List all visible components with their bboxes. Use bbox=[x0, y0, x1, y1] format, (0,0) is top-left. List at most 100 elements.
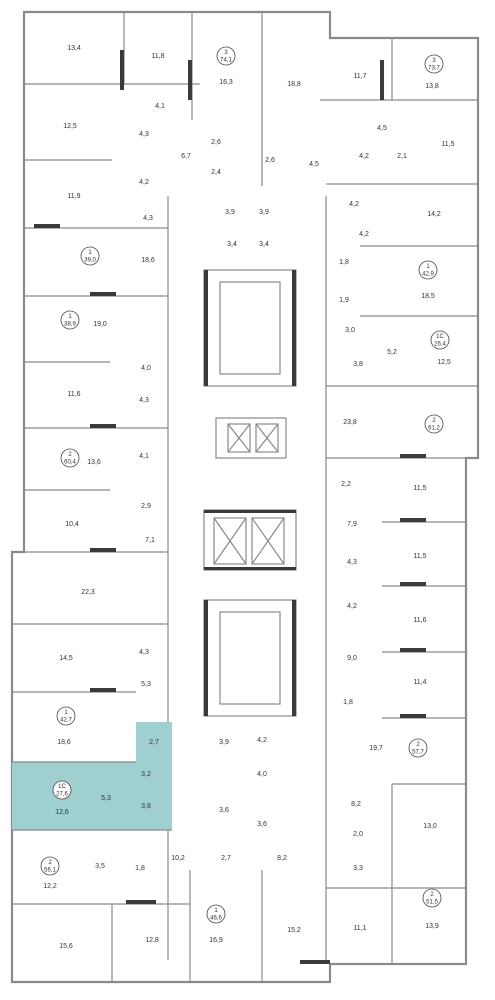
apartment-badge[interactable]: 142,7 bbox=[56, 706, 76, 726]
room-area: 3,2 bbox=[141, 771, 151, 778]
room-area: 3,5 bbox=[95, 863, 105, 870]
apartment-badge[interactable]: 138,9 bbox=[60, 310, 80, 330]
apartment-type: 2 bbox=[416, 742, 420, 748]
apartment-type: 2 bbox=[430, 892, 434, 898]
apartment-badge[interactable]: 260,4 bbox=[60, 448, 80, 468]
apartment-badge[interactable]: 373,7 bbox=[424, 54, 444, 74]
apartment-type: 1 bbox=[68, 314, 72, 320]
apartment-badge[interactable]: 1С 27,6 bbox=[52, 780, 72, 800]
room-area: 3,6 bbox=[257, 821, 267, 828]
apartment-badge-circle bbox=[206, 904, 226, 924]
room-area: 2,4 bbox=[211, 169, 221, 176]
room-area: 3,9 bbox=[225, 209, 235, 216]
room-area: 11,5 bbox=[441, 141, 454, 148]
room-area: 6,7 bbox=[181, 153, 191, 160]
apartment-area: 27,6 bbox=[56, 792, 68, 798]
room-area: 5,2 bbox=[387, 349, 397, 356]
apartment-area: 46,6 bbox=[210, 916, 222, 922]
room-area: 11,6 bbox=[413, 617, 426, 624]
room-area: 12,8 bbox=[145, 937, 159, 944]
apartment-badge-circle bbox=[422, 888, 442, 908]
apartment-type: 3 bbox=[224, 50, 228, 56]
room-area: 3,8 bbox=[353, 361, 363, 368]
room-area: 4,3 bbox=[143, 215, 153, 222]
highlighted-apartment[interactable] bbox=[12, 722, 172, 830]
room-area: 23,8 bbox=[343, 419, 357, 426]
apartment-area: 26,4 bbox=[434, 342, 446, 348]
apartment-badge-circle bbox=[60, 448, 80, 468]
apartment-badge[interactable]: 374,1 bbox=[216, 46, 236, 66]
apartment-area: 38,9 bbox=[64, 322, 76, 328]
apartment-badge[interactable]: 139,0 bbox=[80, 246, 100, 266]
apartment-badge[interactable]: 256,1 bbox=[40, 856, 60, 876]
room-area: 3,4 bbox=[259, 241, 269, 248]
apartment-badge[interactable]: 251,5 bbox=[422, 888, 442, 908]
room-area: 2,7 bbox=[149, 739, 159, 746]
apartment-badge-circle bbox=[52, 780, 72, 800]
room-area: 2,9 bbox=[141, 503, 151, 510]
room-area: 1,8 bbox=[343, 699, 353, 706]
room-area: 15,2 bbox=[287, 927, 301, 934]
room-area: 11,4 bbox=[413, 679, 426, 686]
apartment-badge[interactable]: 146,6 bbox=[206, 904, 226, 924]
room-area: 5,3 bbox=[141, 681, 151, 688]
room-area: 13,6 bbox=[87, 459, 101, 466]
partition-walls bbox=[12, 12, 478, 982]
room-area: 14,2 bbox=[427, 211, 441, 218]
room-area: 8,2 bbox=[351, 801, 361, 808]
room-area: 12,5 bbox=[63, 123, 77, 130]
room-area: 9,0 bbox=[347, 655, 357, 662]
apartment-area: 74,1 bbox=[220, 58, 232, 64]
room-area: 2,0 bbox=[353, 831, 363, 838]
building-core bbox=[203, 269, 297, 717]
room-area: 4,2 bbox=[359, 231, 369, 238]
room-area: 18,6 bbox=[57, 739, 71, 746]
apartment-type: 2 bbox=[68, 452, 72, 458]
room-area: 8,2 bbox=[277, 855, 287, 862]
apartment-badge-circle bbox=[80, 246, 100, 266]
apartment-area: 60,4 bbox=[64, 460, 76, 466]
room-area: 11,6 bbox=[67, 391, 80, 398]
room-area: 3,0 bbox=[345, 327, 355, 334]
room-area: 4,0 bbox=[257, 771, 267, 778]
apartment-badge[interactable]: 261,2 bbox=[424, 414, 444, 434]
apartment-type: 2 bbox=[432, 418, 436, 424]
room-area: 2,6 bbox=[265, 157, 275, 164]
room-area: 22,3 bbox=[81, 589, 95, 596]
apartment-type: 1С bbox=[58, 784, 66, 790]
room-area: 16,9 bbox=[209, 937, 223, 944]
room-area: 1,8 bbox=[339, 259, 349, 266]
apartment-badge[interactable]: 257,7 bbox=[408, 738, 428, 758]
room-area: 1,8 bbox=[135, 865, 145, 872]
apartment-badge-circle bbox=[40, 856, 60, 876]
apartment-badge[interactable]: 142,9 bbox=[418, 260, 438, 280]
room-area: 2,1 bbox=[397, 153, 407, 160]
room-area: 3,9 bbox=[219, 739, 229, 746]
apartment-type: 1 bbox=[64, 710, 68, 716]
room-area: 18,5 bbox=[421, 293, 435, 300]
room-area: 3,9 bbox=[259, 209, 269, 216]
apartment-badge-circle bbox=[430, 330, 450, 350]
room-area: 3,4 bbox=[227, 241, 237, 248]
apartment-type: 1 bbox=[214, 908, 218, 914]
room-area: 4,3 bbox=[139, 397, 149, 404]
room-area: 4,2 bbox=[257, 737, 267, 744]
apartment-area: 51,5 bbox=[426, 900, 438, 906]
apartment-badge-circle bbox=[424, 54, 444, 74]
room-area: 2,7 bbox=[221, 855, 231, 862]
room-area: 4,0 bbox=[141, 365, 151, 372]
room-area: 4,3 bbox=[347, 559, 357, 566]
room-area: 4,3 bbox=[139, 649, 149, 656]
apartment-badges: 139,0138,9260,4142,71С27,6256,1146,6374,… bbox=[40, 46, 450, 924]
apartment-area: 56,1 bbox=[44, 868, 56, 874]
room-area: 18,8 bbox=[287, 81, 301, 88]
room-area: 12,2 bbox=[43, 883, 57, 890]
room-area: 13,8 bbox=[425, 83, 439, 90]
room-area: 4,2 bbox=[347, 603, 357, 610]
building-outline bbox=[10, 10, 480, 984]
apartment-area: 42,9 bbox=[422, 272, 434, 278]
room-area: 18,6 bbox=[141, 257, 155, 264]
room-area: 2,6 bbox=[211, 139, 221, 146]
